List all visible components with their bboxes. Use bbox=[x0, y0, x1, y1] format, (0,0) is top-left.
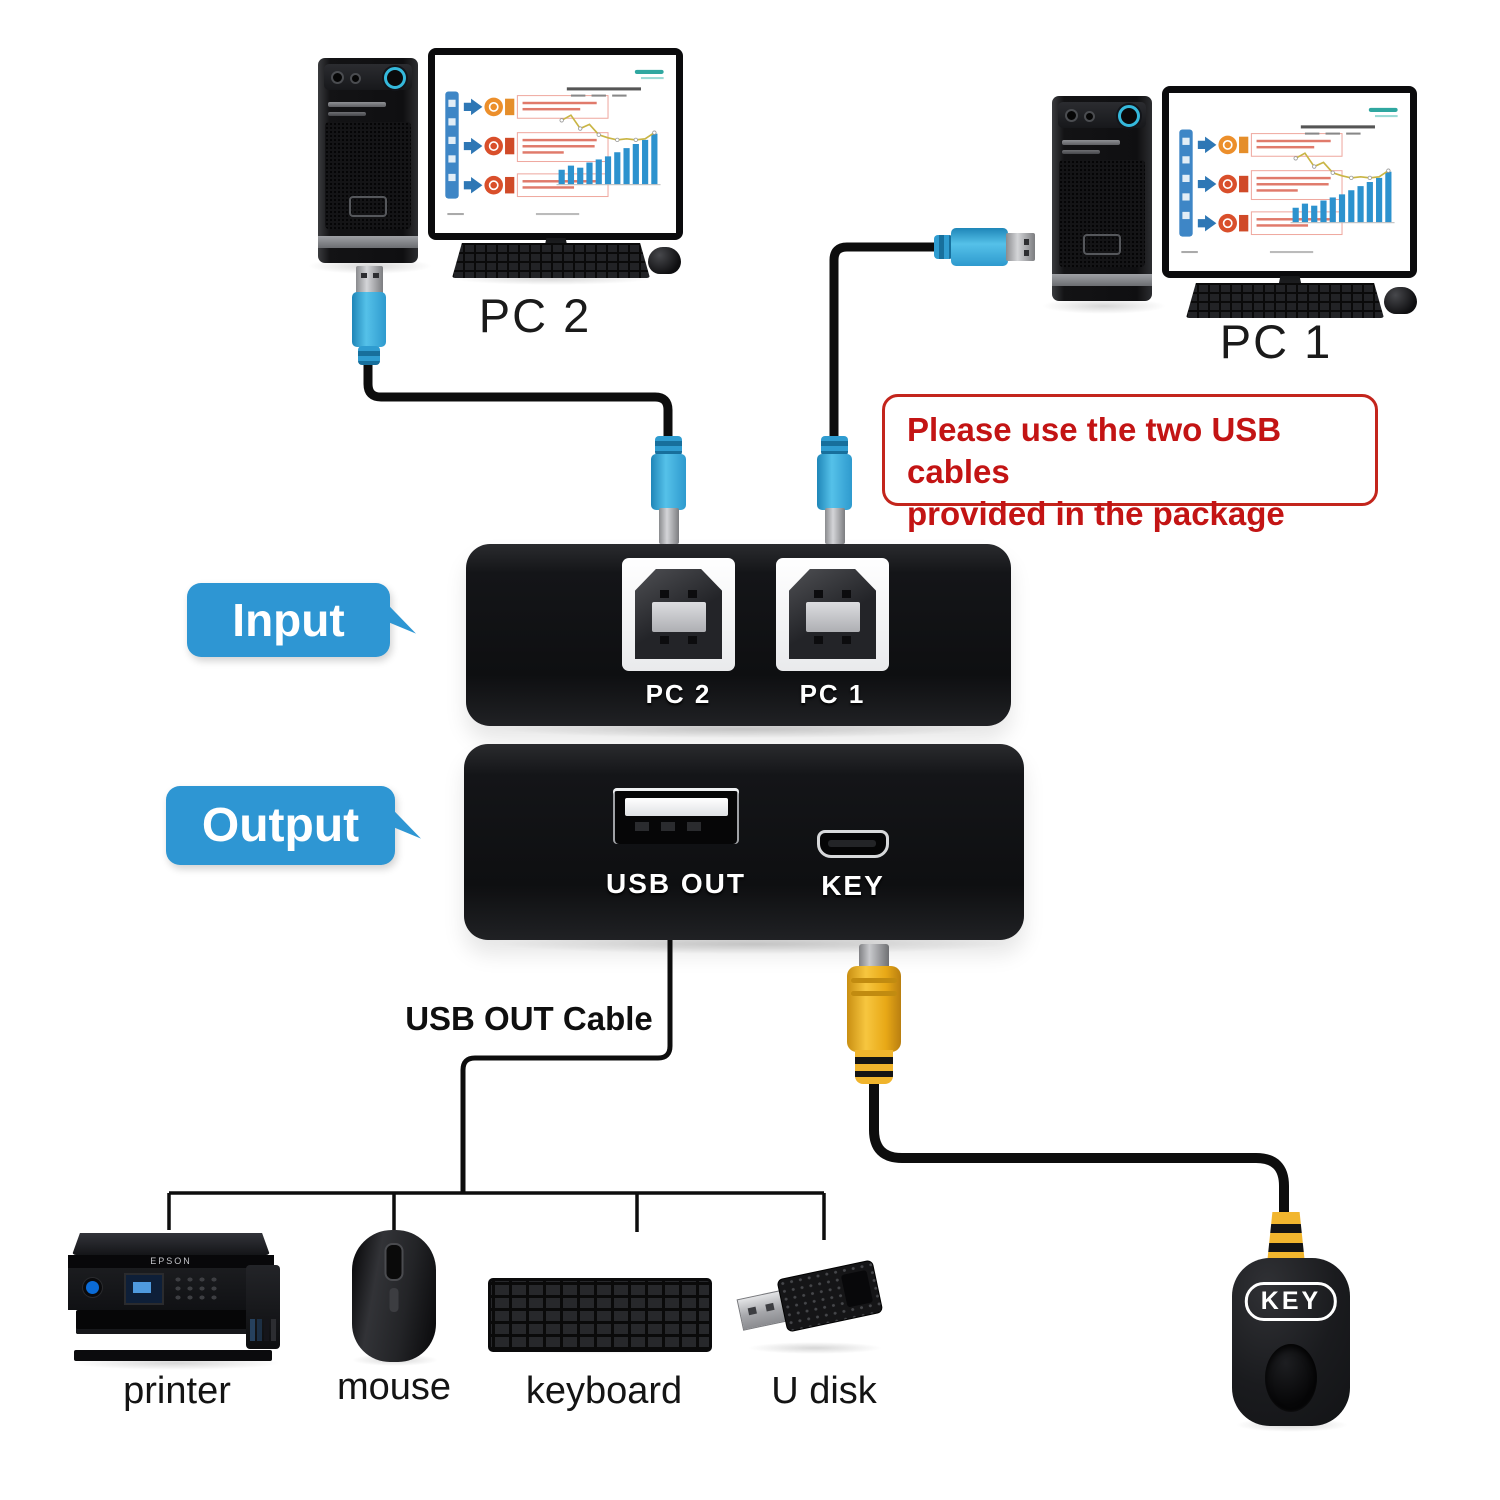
port-pc2-socket bbox=[622, 558, 735, 671]
printer-output-slot bbox=[76, 1310, 258, 1334]
usb-out-cable-line bbox=[460, 938, 673, 1193]
printer-ink-tank bbox=[246, 1265, 280, 1349]
usb-out-label: USB OUT bbox=[606, 868, 746, 899]
key-remote-strain-relief bbox=[1267, 1212, 1305, 1262]
pc1-emblem bbox=[1083, 234, 1121, 255]
pc1-tower-front-panel bbox=[1058, 102, 1146, 128]
pc1-usb-b-plug-rings bbox=[821, 436, 848, 456]
key-plug-tip bbox=[859, 944, 889, 968]
pc1-usb-a-plug-body bbox=[951, 228, 1008, 266]
printer-panel bbox=[68, 1268, 274, 1310]
udisk-body bbox=[776, 1259, 884, 1333]
pc2-emblem bbox=[349, 196, 387, 217]
pc1-screen bbox=[1162, 86, 1417, 278]
output-bubble: Output bbox=[166, 786, 395, 865]
pc2-usb-cable bbox=[363, 360, 673, 438]
mouse-label: mouse bbox=[336, 1366, 452, 1408]
pc2-label: PC 2 bbox=[478, 289, 592, 342]
pc2-band bbox=[318, 236, 418, 248]
pc2-tower-front-panel bbox=[324, 64, 412, 90]
key-port-label: KEY bbox=[821, 870, 885, 901]
pc1-tower-lens2-icon bbox=[1084, 111, 1095, 122]
pc1-keyboard bbox=[1186, 283, 1384, 318]
usb-cable-note: Please use the two USB cables provided i… bbox=[882, 394, 1378, 532]
printer-label: printer bbox=[123, 1370, 231, 1412]
pc1-power-button-icon bbox=[1118, 105, 1140, 127]
port-pc1-socket bbox=[776, 558, 889, 671]
printer-base bbox=[74, 1350, 272, 1361]
input-bubble: Input bbox=[187, 583, 390, 657]
key-port bbox=[817, 830, 889, 858]
pc1-usb-b-plug-body bbox=[817, 454, 852, 510]
output-box: USB OUT KEY bbox=[464, 744, 1024, 940]
pc1-slide bbox=[1169, 93, 1410, 271]
pc1-drive-slot2 bbox=[1062, 150, 1100, 154]
key-plug-rings bbox=[855, 1050, 893, 1084]
pc2-slide bbox=[435, 55, 676, 233]
pc1-mesh bbox=[1059, 160, 1145, 267]
pc2-usb-a-plug-body bbox=[352, 292, 386, 347]
pc1-tower-lens-icon bbox=[1065, 109, 1078, 122]
pc1-mouse bbox=[1384, 287, 1417, 314]
pc2-mouse bbox=[648, 247, 681, 274]
pc2-usb-b-plug-body bbox=[651, 454, 686, 510]
key-remote-badge: KEY bbox=[1244, 1282, 1338, 1321]
key-remote: KEY bbox=[1232, 1258, 1350, 1426]
pc2-tower-lens2-icon bbox=[350, 73, 361, 84]
pc1-monitor bbox=[1162, 86, 1417, 326]
printer-brand: EPSON bbox=[68, 1255, 274, 1268]
printer: EPSON bbox=[68, 1233, 280, 1361]
port-pc1-label: PC 1 bbox=[799, 679, 866, 709]
usb-out-cable-label: USB OUT Cable bbox=[405, 1000, 653, 1037]
pc1-drive-slot bbox=[1062, 140, 1120, 145]
pc1-usb-a-plug-rings bbox=[934, 235, 953, 259]
pc2-drive-slot bbox=[328, 102, 386, 107]
pc2-tower-lens-icon bbox=[331, 71, 344, 84]
udisk-shadow bbox=[748, 1342, 882, 1354]
pc2-screen bbox=[428, 48, 683, 240]
printer-keys bbox=[172, 1275, 220, 1302]
key-plug-body bbox=[847, 966, 901, 1052]
note-line-2: provided in the package bbox=[907, 495, 1285, 532]
printer-power-button-icon bbox=[86, 1281, 99, 1294]
pc2-usb-b-plug-tip bbox=[659, 508, 679, 544]
pc2-usb-a-plug-tip bbox=[356, 266, 383, 294]
pc2-tower bbox=[318, 58, 418, 263]
pc2-monitor bbox=[428, 48, 683, 288]
pc1-usb-cable bbox=[829, 242, 940, 438]
shared-keyboard bbox=[488, 1278, 712, 1352]
pc2-drive-slot2 bbox=[328, 112, 366, 116]
udisk bbox=[736, 1259, 892, 1359]
key-cable bbox=[869, 1078, 1289, 1216]
pc1-usb-a-plug-tip bbox=[1006, 233, 1035, 261]
pc1-tower bbox=[1052, 96, 1152, 301]
pc2-keyboard bbox=[452, 243, 650, 278]
pc1-usb-b-plug-tip bbox=[825, 508, 845, 544]
key-remote-button bbox=[1265, 1344, 1317, 1412]
usb-out-tongue bbox=[625, 798, 728, 816]
shared-mouse bbox=[352, 1230, 436, 1362]
branch-drop-lines bbox=[167, 1193, 826, 1240]
note-line-1: Please use the two USB cables bbox=[907, 411, 1282, 490]
port-pc1-tab bbox=[806, 590, 860, 644]
pc1-band bbox=[1052, 274, 1152, 286]
port-pc2-label: PC 2 bbox=[645, 679, 712, 709]
udisk-label: U disk bbox=[771, 1370, 877, 1412]
pc1-tower-shadow bbox=[1042, 298, 1166, 314]
pc2-usb-b-plug-rings bbox=[655, 436, 682, 456]
input-box: PC 2 PC 1 bbox=[466, 544, 1011, 726]
usb-out-port bbox=[613, 788, 739, 844]
pc1-label: PC 1 bbox=[1219, 315, 1333, 368]
pc2-power-button-icon bbox=[384, 67, 406, 89]
printer-screen bbox=[124, 1273, 164, 1305]
pc2-mesh bbox=[325, 122, 411, 229]
keyboard-label: keyboard bbox=[525, 1370, 683, 1412]
pc2-usb-a-plug-rings bbox=[358, 346, 380, 365]
printer-lid bbox=[72, 1233, 270, 1255]
port-pc2-tab bbox=[652, 590, 706, 644]
